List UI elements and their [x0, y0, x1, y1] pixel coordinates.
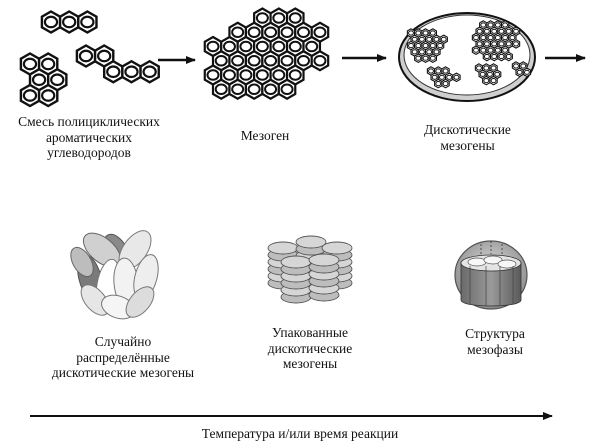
- label-mesophase-structure: Структура мезофазы: [440, 326, 550, 357]
- label-mesogen: Мезоген: [210, 128, 320, 144]
- label-packed-discotic-mesogens: Упакованные дискотические мезогены: [250, 325, 370, 372]
- label-line: дискотические: [267, 340, 353, 356]
- label-discotic-mesogens: Дискотические мезогены: [395, 122, 540, 153]
- label-line: ароматических: [45, 129, 133, 145]
- pah-molecule: [75, 44, 160, 84]
- label-line: Смесь полициклических: [18, 114, 160, 129]
- mesophase-structure-illustration: [454, 240, 528, 310]
- label-line: дискотические мезогены: [51, 365, 195, 380]
- label-line: углеводородов: [47, 145, 131, 160]
- label-pah-mixture: Смесь полициклических ароматических угле…: [0, 114, 178, 161]
- label-line: мезофазы: [467, 341, 523, 357]
- label-line: Дискотические: [424, 122, 511, 137]
- label-random-discotic-mesogens: Случайно распределённые дискотические ме…: [38, 334, 208, 381]
- pah-mixture-molecules: [19, 10, 160, 108]
- label-line: распределённые: [76, 349, 170, 365]
- label-line: Структура: [465, 326, 525, 341]
- label-line: мезогены: [282, 356, 338, 371]
- packed-stacks-illustration: [267, 235, 353, 304]
- label-line: Мезоген: [240, 128, 290, 143]
- label-line: Случайно: [94, 334, 152, 349]
- label-line: мезогены: [440, 137, 495, 153]
- mesogen-molecule: [203, 7, 330, 101]
- axis-label: Температура и/или время реакции: [201, 426, 399, 441]
- discotic-mesogens-disc: [398, 12, 536, 102]
- random-discs-illustration: [70, 230, 159, 320]
- label-line: Упакованные: [272, 325, 348, 340]
- pah-molecule: [19, 52, 68, 108]
- pah-molecule: [40, 10, 98, 34]
